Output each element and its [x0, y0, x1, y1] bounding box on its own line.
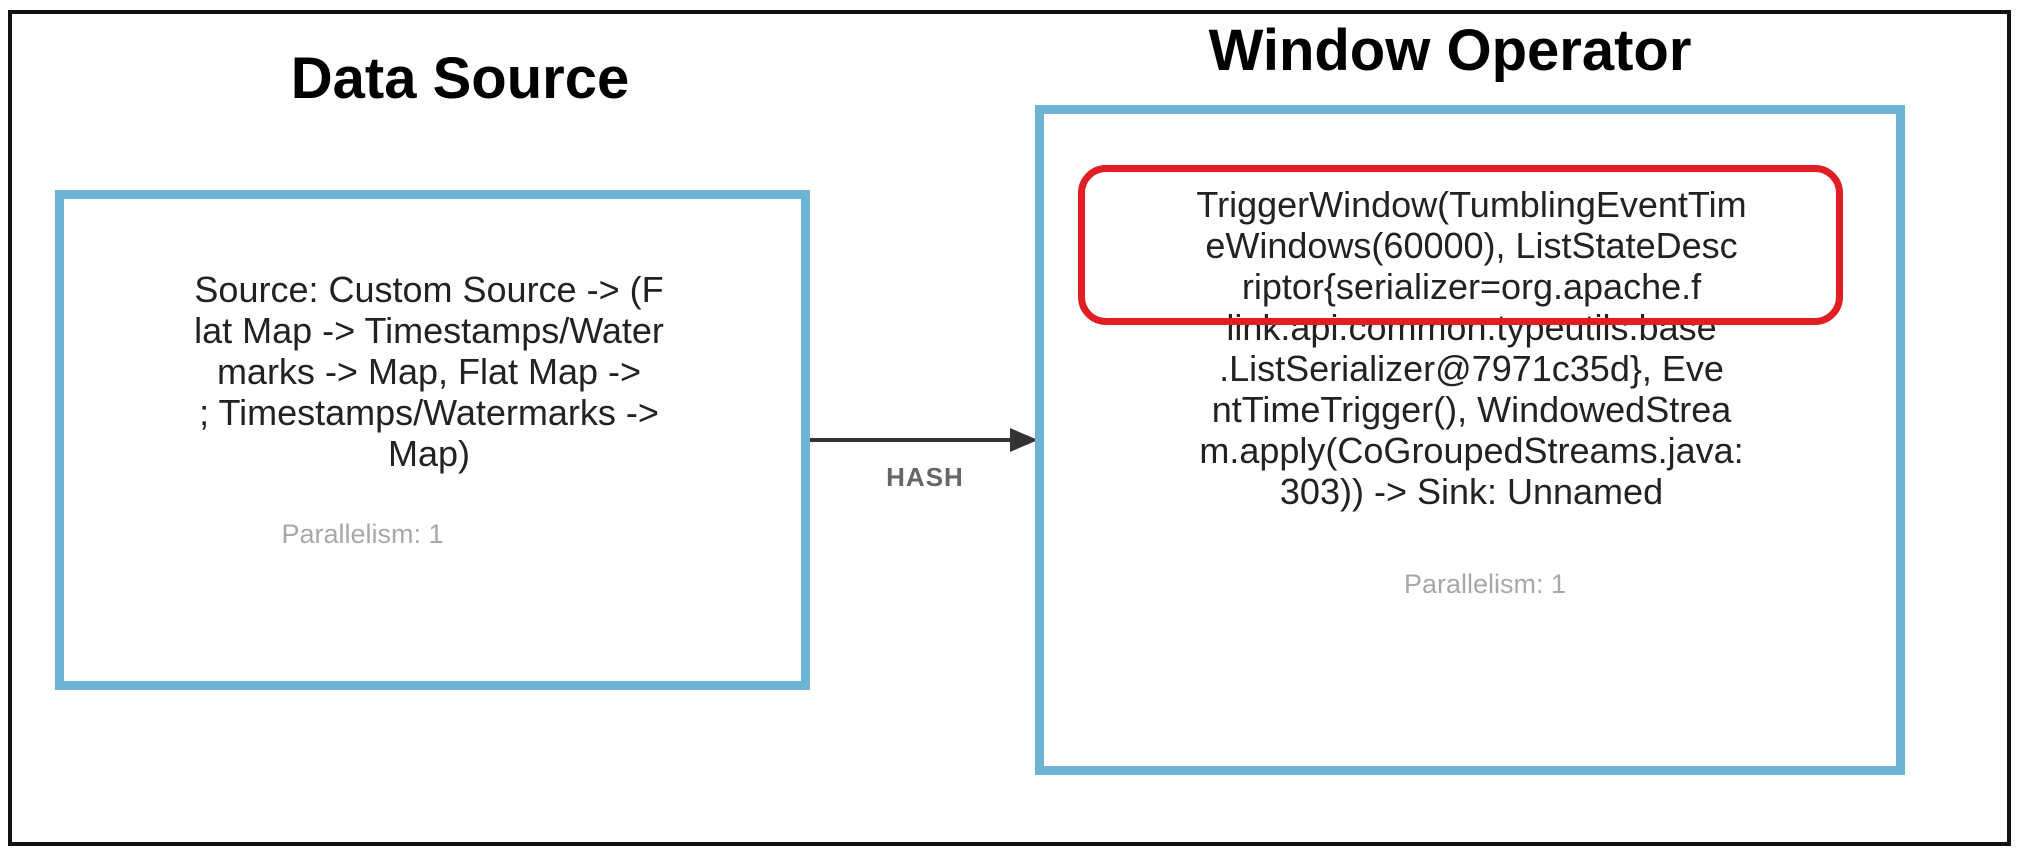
- diagram-frame: [8, 10, 2011, 846]
- hash-edge-arrow: [810, 428, 1038, 452]
- data-source-title: Data Source: [290, 46, 630, 111]
- window-operator-node[interactable]: TriggerWindow(TumblingEventTim eWindows(…: [1035, 105, 1905, 775]
- window-operator-node-text: TriggerWindow(TumblingEventTim eWindows(…: [1196, 184, 1747, 512]
- hash-edge-label: HASH: [886, 462, 964, 492]
- window-operator-parallelism: Parallelism: 1: [1403, 569, 1567, 599]
- window-operator-title: Window Operator: [1208, 18, 1692, 83]
- arrow-head-icon: [1010, 428, 1038, 452]
- data-source-parallelism: Parallelism: 1: [281, 519, 444, 549]
- highlight-box: [1078, 165, 1843, 325]
- data-source-node-text: Source: Custom Source -> (F lat Map -> T…: [194, 269, 664, 474]
- data-source-node[interactable]: Source: Custom Source -> (F lat Map -> T…: [55, 190, 810, 690]
